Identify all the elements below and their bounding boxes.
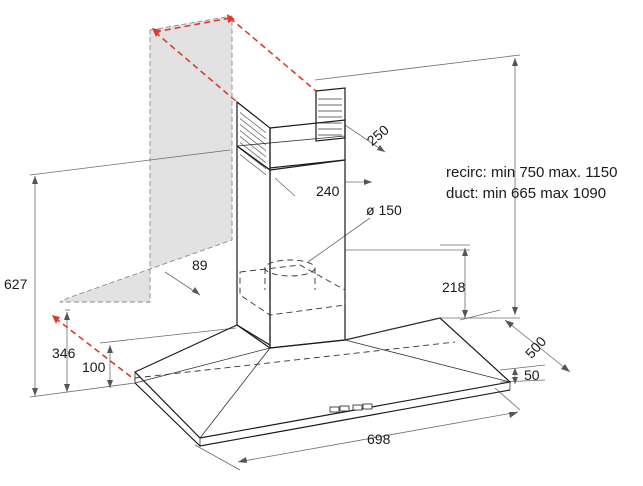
motor-box [239, 259, 346, 345]
label-500: 500 [522, 333, 550, 361]
wall-outline [59, 15, 233, 303]
dimension-250 [344, 124, 386, 153]
note-recirc: recirc: min 750 max. 1150 [446, 164, 617, 181]
dimension-50 [512, 368, 518, 384]
install-arrow-top [152, 14, 317, 103]
label-50: 50 [524, 367, 540, 383]
label-100: 100 [82, 359, 106, 375]
install-arrow-bottom [52, 315, 136, 381]
dimension-240 [274, 177, 372, 197]
dimension-698 [237, 411, 519, 463]
dimension-89 [164, 271, 201, 296]
dimension-346 [64, 312, 70, 392]
dimension-627 [32, 176, 38, 396]
extension-lines [29, 54, 546, 471]
label-346: 346 [52, 345, 76, 361]
dimension-100 [107, 345, 113, 388]
label-240: 240 [316, 183, 340, 199]
label-698: 698 [367, 431, 391, 447]
label-627: 627 [4, 276, 28, 292]
dimension-total-height [512, 58, 518, 315]
label-150: ø 150 [366, 202, 402, 218]
dimension-150-leader [307, 217, 371, 263]
dimension-218 [462, 248, 468, 318]
note-duct: duct: min 665 max 1090 [446, 185, 606, 202]
label-218: 218 [442, 279, 466, 295]
chimney-upper [236, 87, 346, 180]
dimension-500 [504, 319, 571, 373]
label-89: 89 [192, 257, 208, 273]
control-buttons [329, 403, 373, 413]
hood-body [133, 317, 512, 447]
label-250: 250 [364, 121, 392, 148]
